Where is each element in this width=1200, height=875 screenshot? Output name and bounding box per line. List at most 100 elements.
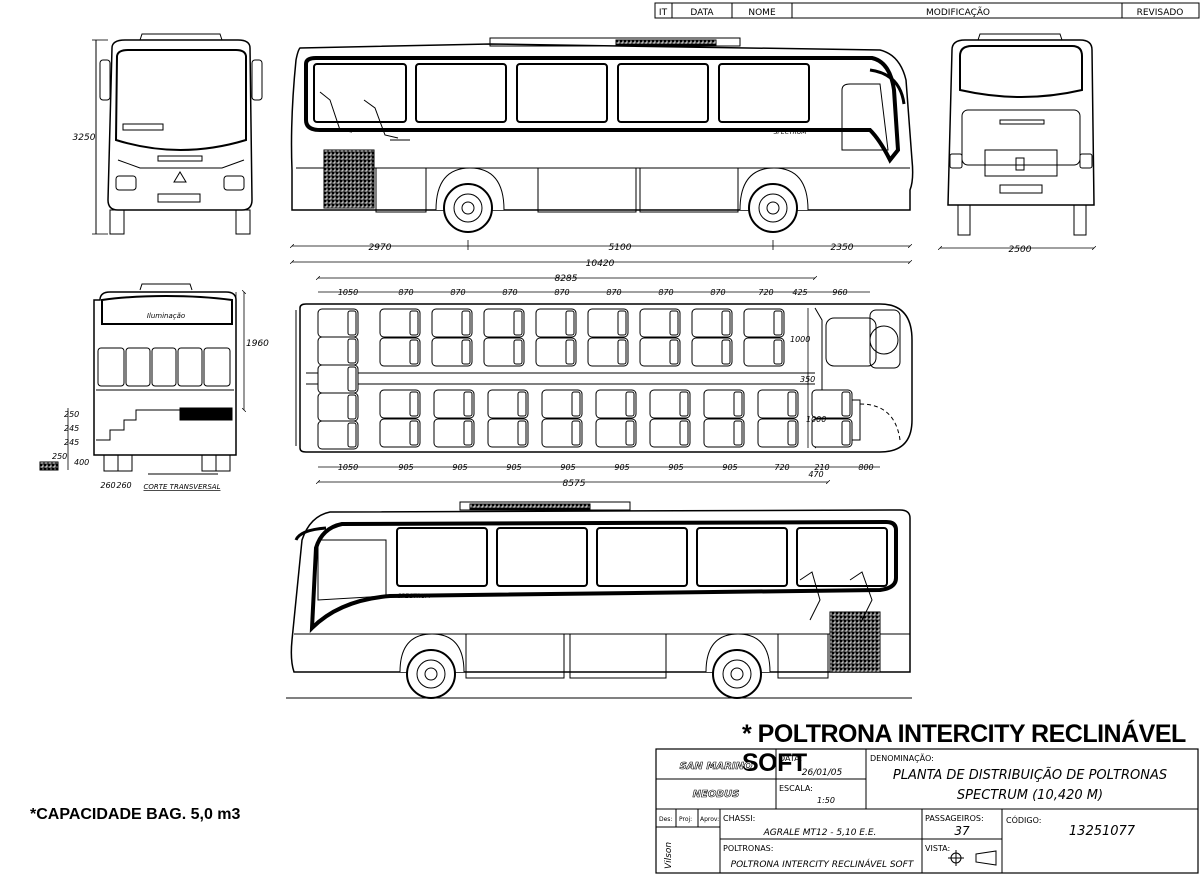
floor-top-dim: 870 [606,288,621,297]
rear-view [947,33,1095,236]
seat-bottom-window [811,418,853,448]
seat-top-window [587,308,629,338]
floor-bottom-dim: 905 [506,463,521,472]
tb-denominacao-line1: PLANTA DE DISTRIBUIÇÃO DE POLTRONAS [893,767,1167,783]
tb-codigo-value: 13251077 [1069,824,1136,839]
floor-top-dim: 720 [758,288,773,297]
seat-top-aisle [691,337,733,367]
seat-top-window [483,308,525,338]
floor-bottom-dim: 905 [452,463,467,472]
rear-width-dim: 2500 [1009,245,1032,255]
seat-bottom-window [541,418,583,448]
tb-des-label: Des: [659,816,672,823]
tb-chassi-value: AGRALE MT12 - 5,10 E.E. [763,828,877,838]
dimension-lines [67,240,1094,482]
seat-top-aisle [483,337,525,367]
tb-data-value: 26/01/05 [802,768,843,778]
seat-bottom-window [649,418,691,448]
floor-bottom-dim: 905 [668,463,683,472]
cross-section [39,283,237,475]
bus-drawing [39,33,1200,699]
floor-top-dim: 870 [398,288,413,297]
seat-bottom-window [703,418,745,448]
rev-header-it: IT [659,8,668,18]
projection-symbol-icon [948,850,997,866]
side-left-window-brand: SPECTRUM [398,593,432,600]
floor-bottom-dim: 905 [560,463,575,472]
cross-section-caption: CORTE TRANSVERSAL [144,483,221,491]
seat-top-window [639,308,681,338]
tb-escala-value: 1:50 [817,796,835,805]
tb-proj-label: Proj: [679,816,692,823]
tb-vista-label: VISTA: [925,844,950,853]
floor-bottom-dim: 1050 [338,463,358,472]
floor-top-dim: 870 [502,288,517,297]
floor-plan [295,303,913,453]
floor-top-dim: 870 [450,288,465,297]
seat-bottom-aisle [487,389,529,419]
tb-codigo-label: CÓDIGO: [1006,814,1041,825]
tb-passageiros-label: PASSAGEIROS: [925,814,984,823]
side-dim-overall-length: 10420 [586,259,615,269]
seat-top-aisle [587,337,629,367]
cross-step-dim-4: 250 [52,452,67,461]
seat-bottom-aisle [703,389,745,419]
floor-bottom-dim: 905 [398,463,413,472]
tb-passageiros-value: 37 [954,824,970,838]
tb-poltronas-value: POLTRONA INTERCITY RECLINÁVEL SOFT [731,858,915,870]
seat-top-aisle [379,337,421,367]
side-view-right [290,37,914,233]
cross-height-dim: 1960 [246,339,269,349]
tb-aprov-label: Aprov: [700,816,719,823]
seat-bottom-aisle [433,389,475,419]
floor-side-dim-aisle: 350 [800,375,815,384]
floor-top-dim: 425 [792,288,807,297]
rev-header-data: DATA [690,8,714,18]
side-dim-rear-overhang: 2350 [831,243,854,253]
seat-bottom-window [595,418,637,448]
tb-brand: NEOBUS [693,789,740,800]
floor-top-total: 8285 [555,274,578,284]
tb-denominacao-label: DENOMINAÇÃO: [870,753,934,763]
seat-bottom-aisle [595,389,637,419]
floor-top-dim: 870 [554,288,569,297]
cross-bottom-dim-2: 260 [116,481,131,490]
floor-side-dim-top: 1000 [790,335,810,344]
tb-escala-label: ESCALA: [779,784,813,793]
cross-step-dim-3: 245 [64,438,79,447]
cross-step-dim-1: 250 [64,410,79,419]
floor-bottom-dim: 905 [722,463,737,472]
seat-top-window [379,308,421,338]
floor-top-dim: 870 [658,288,673,297]
seat-bottom-window [379,418,421,448]
floor-bottom-total: 8575 [563,479,586,489]
seat-bottom-aisle [541,389,583,419]
cross-step-dim-5: 400 [74,458,89,467]
revision-table: IT DATA NOME MODIFICAÇÃO REVISADO [654,2,1200,19]
floor-top-dim: 870 [710,288,725,297]
seat-bottom-aisle [811,389,853,419]
seat-top-window [691,308,733,338]
cross-bottom-dim-1: 260 [100,481,115,490]
seat-top-window [743,308,785,338]
tb-signature: Vilson [664,842,674,869]
title-block: SAN MARINO NEOBUS DATA: 26/01/05 ESCALA:… [655,748,1199,874]
tb-denominacao-line2: SPECTRUM (10,420 M) [957,788,1103,803]
seat-bottom-window [757,418,799,448]
tb-chassi-label: CHASSI: [723,814,755,823]
front-height-dim: 3250 [73,133,96,143]
rev-header-revisado: REVISADO [1137,8,1184,18]
floor-side-dim-bottom: 1000 [806,415,826,424]
seat-top-aisle [639,337,681,367]
seat-bottom-window [487,418,529,448]
floor-top-dim: 960 [832,288,847,297]
seat-type-heading: * POLTRONA INTERCITY RECLINÁVEL SOFT [742,720,1186,777]
rear-bench-seat [317,420,359,450]
seat-top-aisle [431,337,473,367]
front-view [92,33,263,235]
side-view-left [286,501,912,699]
floor-bottom-dim: 905 [614,463,629,472]
seat-bottom-aisle [757,389,799,419]
seat-top-aisle [535,337,577,367]
cross-step-dim-2: 245 [64,424,79,433]
